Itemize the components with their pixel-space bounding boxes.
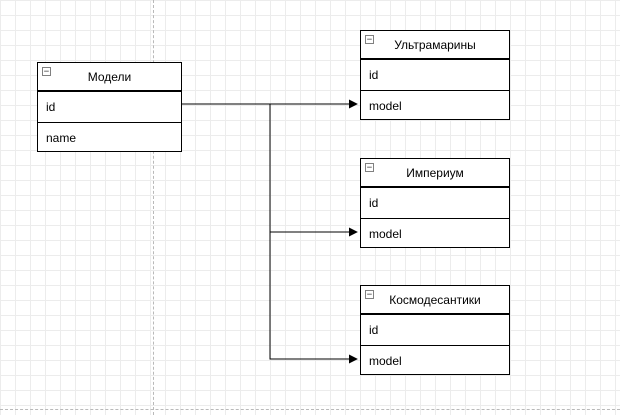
table-header[interactable]: − Космодесантики	[361, 286, 509, 314]
page-guide-horizontal	[0, 409, 620, 410]
row-label: model	[369, 227, 402, 241]
connector-modeli-to-kosmodesantiki[interactable]	[269, 104, 358, 364]
entity-table-ultramariny[interactable]: − Ультрамарины id model	[360, 30, 510, 120]
collapse-icon[interactable]: −	[365, 35, 374, 45]
row-label: name	[46, 131, 77, 145]
table-row[interactable]: name	[38, 122, 181, 153]
table-row[interactable]: model	[361, 90, 509, 121]
table-row[interactable]: id	[38, 91, 181, 122]
row-label: id	[46, 100, 56, 114]
entity-table-modeli[interactable]: − Модели id name	[37, 62, 182, 152]
table-row[interactable]: id	[361, 187, 509, 218]
table-row[interactable]: model	[361, 218, 509, 249]
entity-table-kosmodesantiki[interactable]: − Космодесантики id model	[360, 285, 510, 375]
collapse-icon[interactable]: −	[365, 163, 374, 173]
table-header[interactable]: − Империум	[361, 159, 509, 187]
row-label: id	[369, 68, 379, 82]
collapse-icon[interactable]: −	[42, 67, 51, 77]
table-title: Империум	[406, 165, 464, 180]
table-title: Космодесантики	[389, 292, 481, 307]
entity-table-imperium[interactable]: − Империум id model	[360, 158, 510, 248]
row-label: id	[369, 196, 379, 210]
table-row[interactable]: id	[361, 314, 509, 345]
table-title: Модели	[87, 69, 132, 84]
table-header[interactable]: − Ультрамарины	[361, 31, 509, 59]
table-title: Ультрамарины	[394, 37, 476, 52]
page-guide-vertical	[153, 0, 154, 415]
row-label: model	[369, 354, 402, 368]
table-row[interactable]: id	[361, 59, 509, 90]
row-label: model	[369, 99, 402, 113]
table-header[interactable]: − Модели	[38, 63, 181, 91]
connector-modeli-to-imperium[interactable]	[269, 104, 358, 237]
row-label: id	[369, 323, 379, 337]
table-row[interactable]: model	[361, 345, 509, 376]
collapse-icon[interactable]: −	[365, 290, 374, 300]
